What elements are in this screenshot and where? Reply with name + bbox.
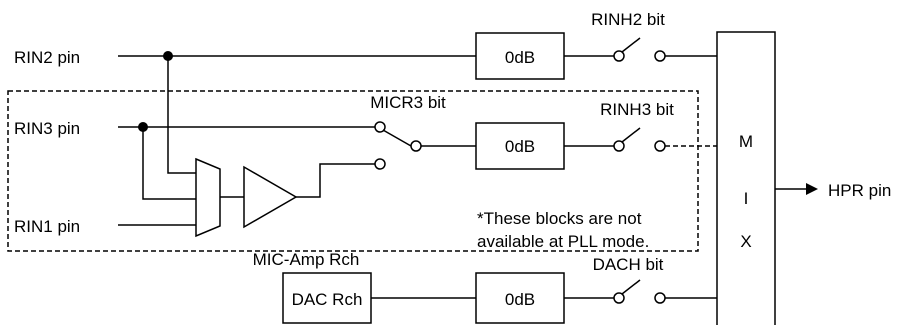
mixer-letter-x: X bbox=[740, 232, 751, 251]
rin1-pin-label: RIN1 pin bbox=[14, 217, 80, 236]
rin3-pin-label: RIN3 pin bbox=[14, 119, 80, 138]
dac-gain-label: 0dB bbox=[505, 290, 535, 309]
rin2-gain-block bbox=[475, 32, 565, 80]
pll-note-line1: *These blocks are not bbox=[477, 209, 642, 228]
rinh3-switch-lever bbox=[621, 127, 641, 143]
micr3-common-contact bbox=[410, 140, 422, 152]
dach-switch-contact-b bbox=[654, 292, 666, 304]
rinh3-switch-contact-a bbox=[613, 140, 625, 152]
pll-note-line2: available at PLL mode. bbox=[477, 232, 649, 251]
mic-amp-triangle bbox=[243, 165, 298, 229]
rinh3-bit-label: RINH3 bit bbox=[600, 100, 674, 119]
mic-amp-label: MIC-Amp Rch bbox=[253, 250, 360, 269]
micr3-contact-rin3 bbox=[374, 121, 386, 133]
micr3-switch-lever bbox=[382, 129, 412, 147]
rinh2-switch-lever bbox=[621, 37, 641, 53]
dac-gain-block bbox=[475, 272, 565, 324]
rin2-pin-label: RIN2 pin bbox=[14, 48, 80, 67]
rin3-to-mux-wire bbox=[142, 127, 196, 200]
dac-rch-label: DAC Rch bbox=[292, 290, 363, 309]
mixer-letter-m: M bbox=[739, 132, 753, 151]
rin3-gain-label: 0dB bbox=[505, 137, 535, 156]
dach-switch-lever bbox=[621, 279, 641, 295]
rinh2-switch-contact-b bbox=[654, 50, 666, 62]
mixer-letter-i: I bbox=[744, 189, 749, 208]
hpr-pin-label: HPR pin bbox=[828, 181, 891, 200]
rin3-gain-block bbox=[475, 122, 565, 170]
dach-switch-contact-a bbox=[613, 292, 625, 304]
mic-input-selector bbox=[195, 157, 221, 238]
rinh3-switch-contact-b bbox=[654, 140, 666, 152]
micr3-contact-mic bbox=[374, 158, 386, 170]
mixer-block bbox=[716, 31, 776, 325]
rinh2-switch-contact-a bbox=[613, 50, 625, 62]
micr3-bit-label: MICR3 bit bbox=[370, 93, 446, 112]
pll-unavailable-region bbox=[7, 90, 699, 252]
mic-amp-out-wire bbox=[296, 163, 375, 198]
hpr-output-arrow-icon bbox=[806, 183, 818, 195]
rinh2-bit-label: RINH2 bit bbox=[591, 10, 665, 29]
dach-bit-label: DACH bit bbox=[593, 255, 664, 274]
rin2-to-mux-wire bbox=[167, 56, 196, 174]
rin2-gain-label: 0dB bbox=[505, 48, 535, 67]
